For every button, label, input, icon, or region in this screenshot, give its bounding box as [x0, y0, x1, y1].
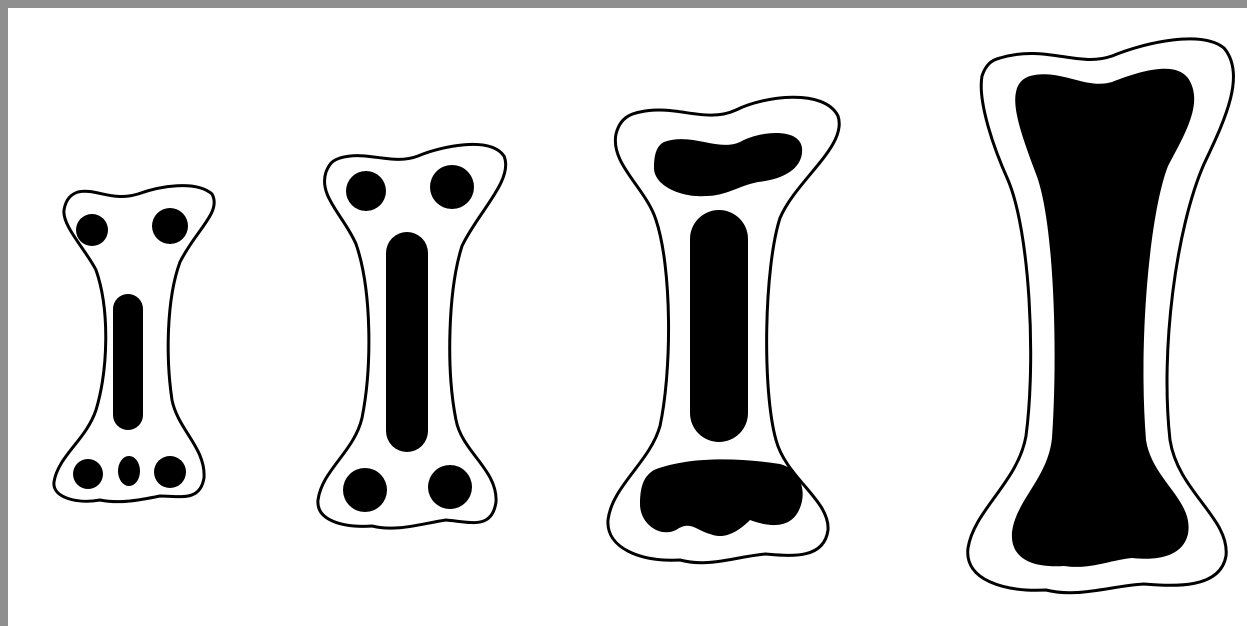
- epiphysis-center: [73, 459, 103, 489]
- epiphysis-center: [118, 456, 140, 486]
- bone-stage-2: [318, 144, 506, 528]
- epiphysis-center: [640, 459, 803, 536]
- epiphysis-center: [76, 214, 108, 246]
- epiphysis-center: [152, 208, 188, 244]
- bone-stage-1: [54, 186, 214, 502]
- diaphysis-center: [113, 294, 143, 430]
- bone-stage-3: [608, 97, 839, 562]
- diaphysis-center: [386, 232, 428, 452]
- epiphysis-center: [346, 171, 386, 211]
- diaphysis-center: [690, 210, 748, 442]
- epiphysis-center: [428, 465, 472, 509]
- epiphysis-center: [343, 468, 387, 512]
- bone-stage-4: [968, 39, 1234, 593]
- epiphysis-center: [430, 165, 474, 209]
- epiphysis-center: [154, 456, 186, 488]
